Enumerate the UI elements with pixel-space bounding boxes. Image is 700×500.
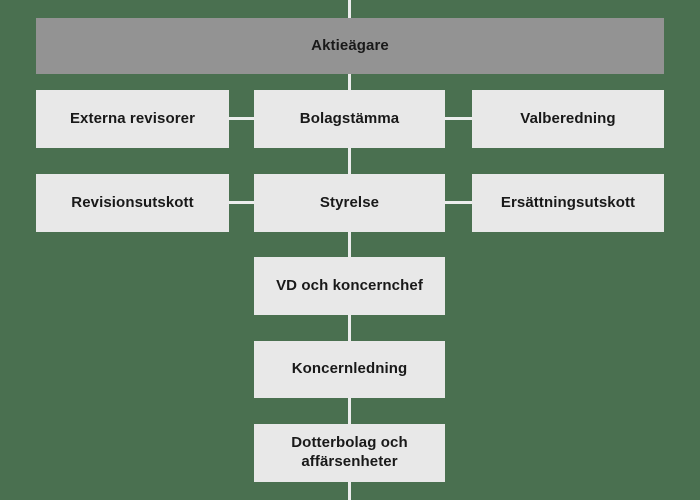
node-label-dotterbolag-line1: Dotterbolag och [291, 434, 408, 452]
connector-vd-koncernledning [348, 313, 351, 343]
node-aktieagare[interactable]: Aktieägare [36, 18, 664, 74]
connector-aktieagare-bolagstamma [348, 72, 351, 92]
node-label-aktieagare: Aktieägare [311, 36, 389, 54]
connector-top-stub [348, 0, 351, 20]
connector-styrelse-ersattningsutskott [443, 201, 474, 204]
connector-styrelse-vd [348, 230, 351, 259]
connector-bolagstamma-externa [227, 117, 256, 120]
node-label-ersattningsutskott: Ersättningsutskott [500, 193, 636, 211]
node-koncernledning[interactable]: Koncernledning [254, 341, 445, 398]
node-label-bolagstamma: Bolagstämma [299, 109, 400, 127]
node-bolagstamma[interactable]: Bolagstämma [254, 90, 445, 148]
node-label-valberedning: Valberedning [520, 109, 616, 127]
node-ersattningsutskott[interactable]: Ersättningsutskott [472, 174, 664, 232]
connector-styrelse-revisionsutskott [227, 201, 256, 204]
node-styrelse[interactable]: Styrelse [254, 174, 445, 232]
node-label-dotterbolag-line2: affärsenheter [301, 453, 398, 470]
connector-koncernledning-dotterbolag [348, 396, 351, 425]
node-label-styrelse: Styrelse [319, 193, 380, 211]
node-label-dotterbolag: Dotterbolag och affärsenheter [260, 434, 439, 472]
node-externa-revisorer[interactable]: Externa revisorer [36, 90, 229, 148]
node-valberedning[interactable]: Valberedning [472, 90, 664, 148]
node-label-vd-koncernchef: VD och koncernchef [276, 276, 423, 294]
node-label-externa-revisorer: Externa revisorer [69, 109, 196, 127]
node-vd-koncernchef[interactable]: VD och koncernchef [254, 257, 445, 315]
node-label-koncernledning: Koncernledning [291, 360, 408, 378]
connector-bolagstamma-styrelse [348, 146, 351, 175]
node-dotterbolag[interactable]: Dotterbolag och affärsenheter [254, 424, 445, 482]
connector-bolagstamma-valberedning [443, 117, 474, 120]
connector-bottom-stub [348, 481, 351, 500]
node-revisionsutskott[interactable]: Revisionsutskott [36, 174, 229, 232]
node-label-revisionsutskott: Revisionsutskott [71, 193, 194, 211]
